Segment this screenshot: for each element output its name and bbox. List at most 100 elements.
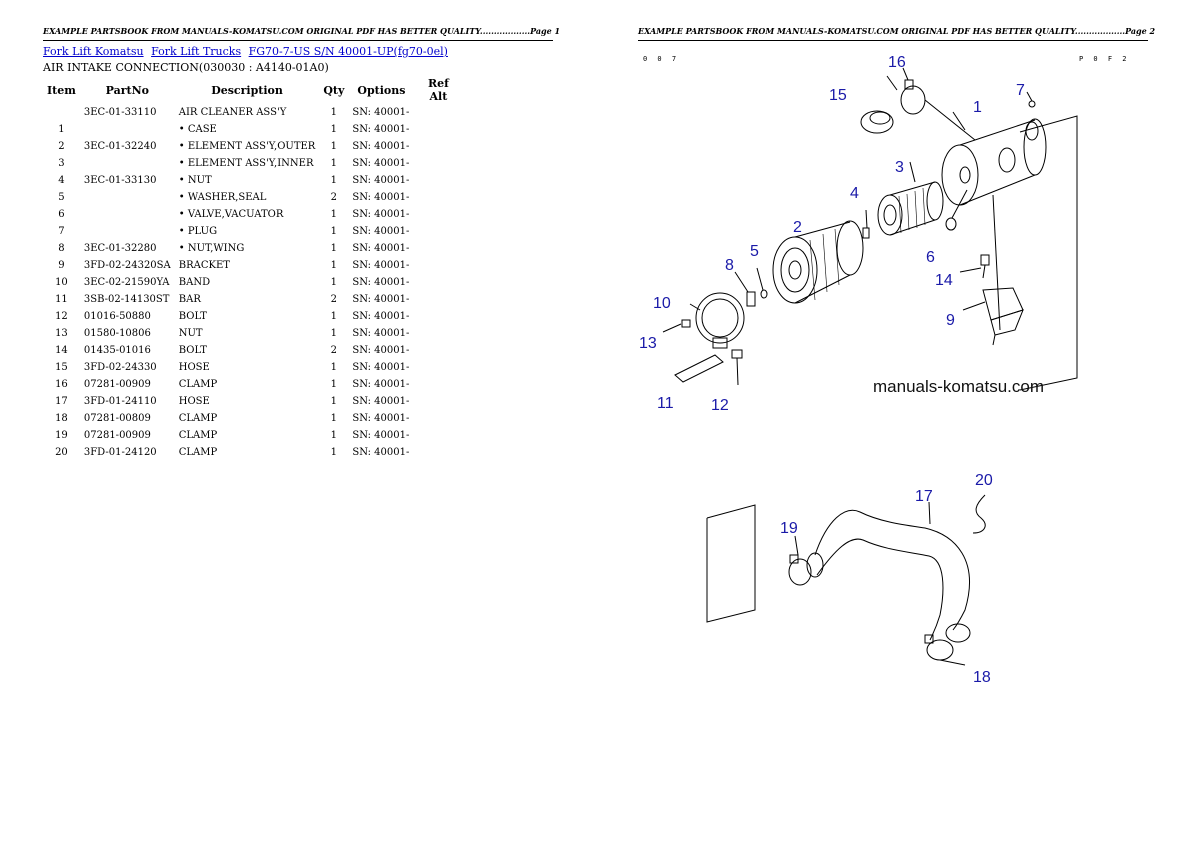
cell-partno (80, 206, 175, 223)
column-header-item: Item (47, 83, 76, 97)
callout-2: 2 (793, 219, 802, 236)
cell-item: 9 (58, 260, 65, 271)
cell-qty: 1 (330, 107, 338, 118)
hose-clamp-16 (900, 67, 976, 141)
cell-partno: 07281-00909 (83, 430, 151, 441)
cell-ref-alt (414, 121, 462, 138)
cell-partno: 07281-00909 (83, 379, 151, 390)
cell-partno: 3FD-01-24110 (83, 396, 157, 407)
breadcrumb-link-brand[interactable]: Fork Lift Komatsu (43, 45, 144, 58)
cell-description: • ELEMENT ASS'Y,OUTER (178, 141, 316, 152)
cell-qty: 1 (330, 158, 338, 169)
cell-options: SN: 40001- (352, 107, 410, 118)
cell-item: 20 (55, 447, 68, 458)
cell-options: SN: 40001- (352, 141, 410, 152)
cell-partno: 3FD-01-24120 (83, 447, 157, 458)
callout-8: 8 (725, 257, 734, 274)
cell-qty: 1 (330, 447, 338, 458)
cell-options: SN: 40001- (352, 277, 410, 288)
cell-qty: 1 (330, 243, 338, 254)
cell-partno: 07281-00809 (83, 413, 151, 424)
cell-options: SN: 40001- (352, 209, 410, 220)
cell-qty: 1 (330, 209, 338, 220)
cell-qty: 1 (330, 124, 338, 135)
breadcrumb-link-model[interactable]: FG70-7-US S/N 40001-UP(fg70-0el) (248, 45, 448, 58)
cell-ref-alt (414, 308, 462, 325)
cell-description: • CASE (178, 124, 217, 135)
cell-ref-alt (414, 240, 462, 257)
diagram-frame (1019, 115, 1078, 391)
cell-description: BAND (178, 277, 211, 288)
callout-3: 3 (895, 159, 904, 176)
page-1: EXAMPLE PARTSBOOK FROM MANUALS-KOMATSU.C… (43, 26, 560, 461)
cell-item: 12 (55, 311, 68, 322)
cell-partno (80, 121, 175, 138)
cell-qty: 2 (330, 294, 338, 305)
cell-qty: 1 (330, 379, 338, 390)
nut (862, 227, 870, 239)
cell-ref-alt (414, 189, 462, 206)
section-title: AIR INTAKE CONNECTION(030030 : A4140-01A… (43, 61, 329, 74)
exploded-parts-diagram: 1 2 3 4 5 6 7 8 9 10 11 12 13 14 15 16 1… (639, 54, 1078, 686)
cell-ref-alt (414, 444, 462, 461)
cell-item: 18 (55, 413, 68, 424)
column-header-description: Description (211, 83, 283, 97)
cell-description: • PLUG (178, 226, 218, 237)
cell-description: • NUT,WING (178, 243, 245, 254)
cell-options: SN: 40001- (352, 447, 410, 458)
cell-partno: 3SB-02-14130ST (83, 294, 170, 305)
page-code-right: P 0 F 2 (1079, 55, 1130, 63)
cell-partno: 3EC-01-33130 (83, 175, 157, 186)
cell-ref-alt (414, 410, 462, 427)
callout-13: 13 (639, 335, 657, 352)
cell-description: BOLT (178, 311, 207, 322)
cell-partno (80, 189, 175, 206)
cell-partno: 3FD-02-24330 (83, 362, 157, 373)
callout-14: 14 (935, 272, 953, 289)
cell-options: SN: 40001- (352, 192, 410, 203)
cell-options: SN: 40001- (352, 345, 410, 356)
cell-options: SN: 40001- (352, 175, 410, 186)
cell-options: SN: 40001- (352, 124, 410, 135)
cell-description: • WASHER,SEAL (178, 192, 267, 203)
cell-qty: 1 (330, 413, 338, 424)
cell-qty: 1 (330, 277, 338, 288)
cell-description: BOLT (178, 345, 207, 356)
cell-item: 11 (55, 294, 68, 305)
cell-item: 16 (55, 379, 68, 390)
callout-18: 18 (973, 669, 991, 686)
cell-partno (80, 155, 175, 172)
cell-description: • VALVE,VACUATOR (178, 209, 284, 220)
breadcrumb: Fork Lift Komatsu Fork Lift Trucks FG70-… (43, 45, 452, 58)
cell-description: NUT (178, 328, 203, 339)
cell-description: BAR (178, 294, 201, 305)
breadcrumb-link-category[interactable]: Fork Lift Trucks (151, 45, 242, 58)
cell-item: 8 (58, 243, 65, 254)
cell-ref-alt (414, 342, 462, 359)
site-watermark: manuals-komatsu.com (873, 377, 1045, 396)
band-bolt (731, 349, 743, 386)
cell-description: HOSE (178, 396, 210, 407)
cell-qty: 2 (330, 192, 338, 203)
bracket-bolt (980, 254, 990, 266)
cell-item: 6 (58, 209, 65, 220)
band-nut (681, 319, 691, 328)
table-row: 6 • VALVE,VACUATOR 1 SN: 40001- (43, 206, 462, 223)
cell-partno: 3EC-01-32280 (83, 243, 157, 254)
callout-17: 17 (915, 488, 933, 505)
cell-item: 14 (55, 345, 68, 356)
